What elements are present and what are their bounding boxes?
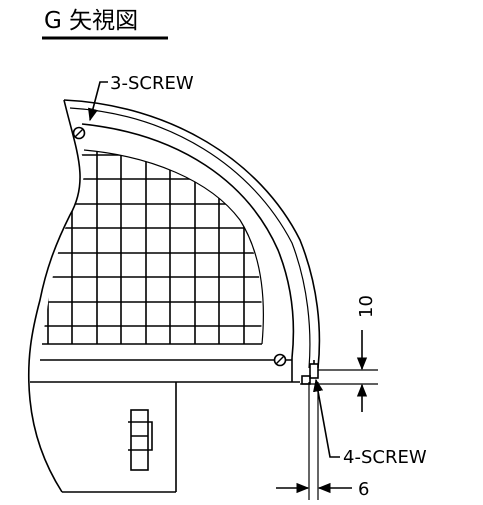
outer-arc-inner (69, 107, 311, 369)
dim-horizontal-value: 6 (358, 479, 369, 500)
latch-bracket (128, 409, 153, 471)
dim-vertical-value: 10 (356, 295, 377, 318)
mesh-grid (42, 150, 262, 344)
inner-arc (81, 123, 295, 359)
outer-arc (63, 99, 321, 369)
leader-screw-bottom (313, 378, 340, 458)
inner-arc-edge (83, 149, 264, 345)
screw-bottom-icon (273, 353, 287, 367)
screw-top-icon (72, 126, 86, 140)
leader-screw-top (87, 81, 108, 122)
label-screw-top: 3-SCREW (110, 73, 194, 94)
view-title: G 矢視図 (44, 8, 138, 34)
break-line (27, 99, 81, 493)
label-screw-bottom: 4-SCREW (343, 447, 427, 468)
